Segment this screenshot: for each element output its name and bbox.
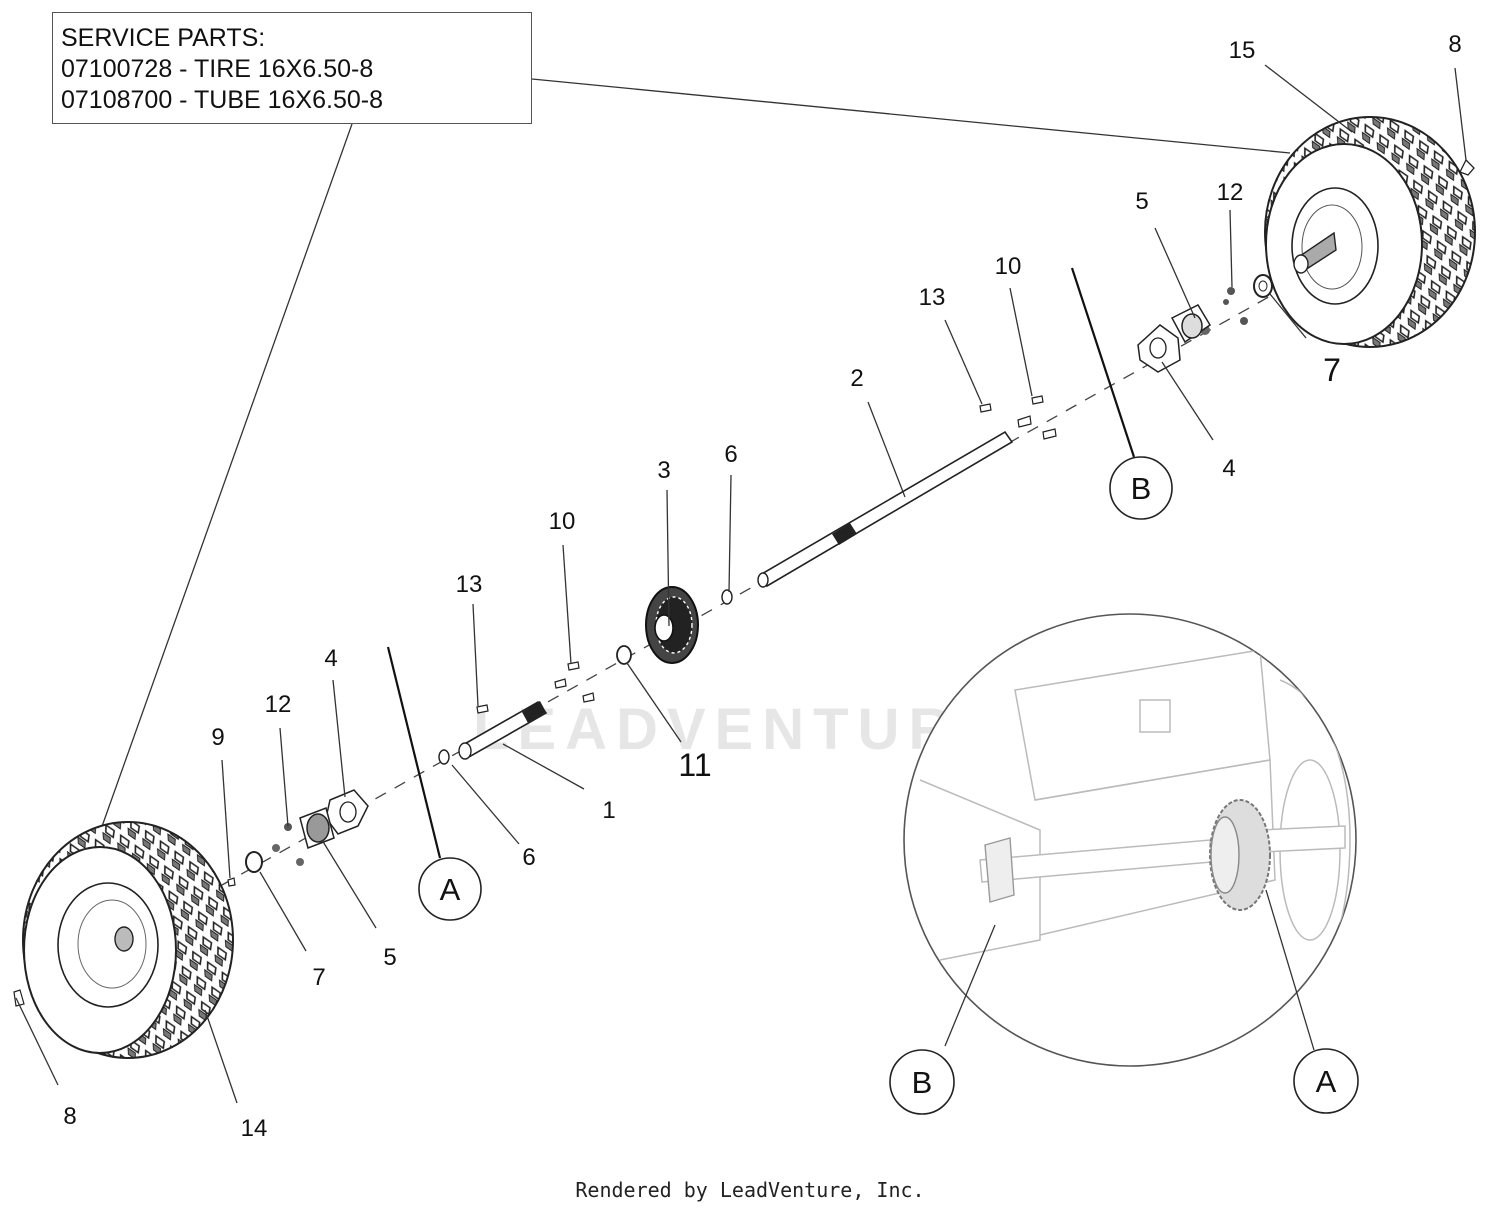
axle-centerline bbox=[221, 284, 1291, 886]
callout-5-left: 5 bbox=[383, 944, 396, 971]
callout-8-right: 8 bbox=[1448, 31, 1461, 58]
view-marker-circles bbox=[418, 456, 1359, 1115]
callout-8-left: 8 bbox=[63, 1103, 76, 1130]
callout-10-right: 10 bbox=[995, 253, 1022, 280]
callout-4-left: 4 bbox=[324, 645, 337, 672]
service-parts-box: SERVICE PARTS: 07100728 - TIRE 16X6.50-8… bbox=[52, 12, 532, 124]
view-marker-b-inset: B bbox=[912, 1065, 933, 1100]
left-tire bbox=[22, 821, 234, 1059]
service-part-tire: 07100728 - TIRE 16X6.50-8 bbox=[61, 55, 374, 83]
section-line-b bbox=[1070, 267, 1136, 458]
left-hub-parts bbox=[13, 645, 632, 1007]
callout-leaders bbox=[15, 64, 1467, 1104]
callout-14: 14 bbox=[241, 1115, 268, 1142]
view-marker-a-main: A bbox=[440, 872, 461, 907]
callout-7-right: 7 bbox=[1323, 352, 1341, 388]
leader-to-right-tire bbox=[531, 78, 1291, 154]
callout-11: 11 bbox=[678, 747, 711, 783]
detail-inset bbox=[903, 613, 1357, 1067]
view-marker-a-inset: A bbox=[1316, 1064, 1337, 1099]
right-hub-parts bbox=[979, 158, 1475, 440]
right-tire bbox=[1264, 116, 1476, 348]
sprocket-3 bbox=[645, 586, 699, 664]
callout-13-right: 13 bbox=[919, 284, 946, 311]
callout-10-left: 10 bbox=[549, 508, 576, 535]
leadventure-watermark: LEADVENTURE bbox=[472, 697, 1008, 762]
leader-to-left-tire bbox=[99, 123, 353, 833]
callout-1: 1 bbox=[602, 797, 615, 824]
section-line-a bbox=[386, 646, 442, 859]
callout-5-right: 5 bbox=[1135, 188, 1148, 215]
callout-15: 15 bbox=[1229, 37, 1256, 64]
callout-4-right: 4 bbox=[1222, 455, 1235, 482]
spacer-6-upper bbox=[721, 589, 733, 605]
callout-9: 9 bbox=[211, 724, 224, 751]
render-credit: Rendered by LeadVenture, Inc. bbox=[575, 1178, 925, 1202]
callout-6-lower: 6 bbox=[522, 844, 535, 871]
callout-7-left: 7 bbox=[312, 964, 325, 991]
callout-13-left: 13 bbox=[456, 571, 483, 598]
callout-3: 3 bbox=[657, 457, 670, 484]
callout-12-left: 12 bbox=[265, 691, 292, 718]
view-marker-b-upper: B bbox=[1131, 471, 1152, 506]
service-part-tube: 07108700 - TUBE 16X6.50-8 bbox=[61, 86, 383, 114]
callout-6-upper: 6 bbox=[724, 441, 737, 468]
callout-12-right: 12 bbox=[1217, 179, 1244, 206]
service-parts-title: SERVICE PARTS: bbox=[61, 24, 266, 52]
callout-2: 2 bbox=[850, 365, 863, 392]
shaft-2 bbox=[757, 430, 1014, 588]
